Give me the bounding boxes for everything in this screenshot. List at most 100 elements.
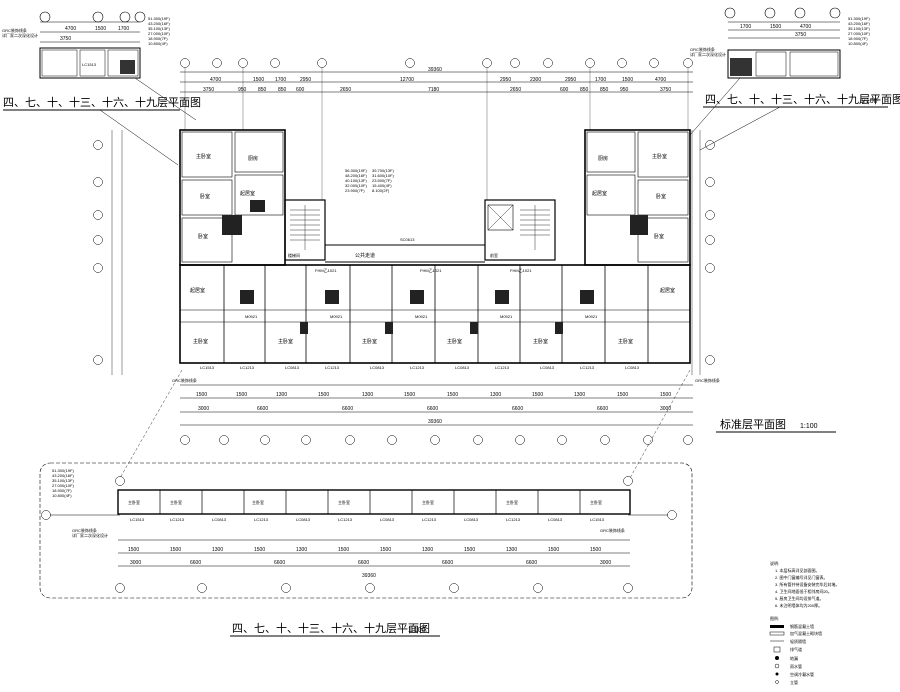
svg-text:2950: 2950 [300, 77, 311, 83]
svg-text:6600: 6600 [358, 560, 369, 566]
svg-text:850: 850 [580, 87, 589, 93]
svg-text:10.800(4F): 10.800(4F) [52, 493, 72, 498]
svg-text:1500: 1500 [464, 547, 475, 553]
svg-text:主卧室: 主卧室 [590, 499, 602, 505]
room-master-bedroom-s1: 主卧室 [193, 338, 208, 345]
svg-text:6600: 6600 [442, 560, 453, 566]
svg-text:3000: 3000 [198, 406, 209, 412]
svg-text:主卧室: 主卧室 [422, 499, 434, 505]
svg-text:1500: 1500 [532, 392, 543, 398]
room-bedroom-l1: 卧室 [200, 193, 210, 200]
svg-text:5. 厨房卫生间均设排气道。: 5. 厨房卫生间均设排气道。 [775, 595, 823, 601]
right-axis-bubbles [705, 140, 715, 365]
svg-text:1500: 1500 [660, 392, 671, 398]
fhm-door-2: FHM乙1021 [420, 267, 442, 273]
fhm-door-1: FHM乙1021 [315, 267, 337, 273]
svg-text:LC1513: LC1513 [590, 517, 605, 522]
svg-text:LC1213: LC1213 [410, 365, 425, 370]
svg-text:4. 卫生间地面低于相邻房间20。: 4. 卫生间地面低于相邻房间20。 [775, 588, 832, 594]
standard-plan-scale: 1:100 [800, 423, 818, 430]
svg-text:3. 所有管井待设备安装完毕后封堵。: 3. 所有管井待设备安装完毕后封堵。 [775, 581, 839, 587]
center-sc-window: SC0613 [400, 237, 415, 242]
tl-elevations: 51.300(19F) 43.200(16F) 35.100(13F) 27.0… [148, 16, 170, 46]
svg-text:主卧室: 主卧室 [252, 499, 264, 505]
room-master-bedroom-l1: 主卧室 [196, 153, 211, 160]
svg-text:18.900(7F): 18.900(7F) [52, 488, 72, 493]
public-corridor-label: 公共走道 [355, 252, 375, 259]
bottom-plan-windows: LC1513 LC1213 LC0813 LC1213 LC0813 LC121… [130, 517, 605, 522]
svg-text:31.600(10F): 31.600(10F) [372, 173, 394, 178]
bottom-main-dims: 3000 6600 6600 6600 6600 6600 3000 [198, 406, 671, 412]
svg-text:LC1213: LC1213 [338, 517, 353, 522]
svg-text:3000: 3000 [600, 560, 611, 566]
room-master-bedroom-s5: 主卧室 [533, 338, 548, 345]
svg-text:LC0813: LC0813 [296, 517, 311, 522]
tl-dim-a: 4700 [65, 26, 76, 32]
grc-note-top-left: GRC装饰线条 [2, 27, 27, 33]
svg-text:LC1213: LC1213 [422, 517, 437, 522]
svg-text:850: 850 [258, 87, 267, 93]
grc-note-top-right: GRC装饰线条 [690, 46, 715, 52]
svg-text:LC1513: LC1513 [200, 365, 215, 370]
tl-dim-b: 1500 [95, 26, 106, 32]
svg-text:2650: 2650 [510, 87, 521, 93]
svg-text:48.200(16F): 48.200(16F) [345, 173, 367, 178]
svg-text:3000: 3000 [130, 560, 141, 566]
svg-text:8.100(2F): 8.100(2F) [372, 188, 390, 193]
tr-elevations: 51.300(19F) 43.200(16F) 35.100(13F) 27.0… [848, 16, 870, 46]
tr-dim-a: 4700 [800, 24, 811, 30]
svg-text:43.200(16F): 43.200(16F) [52, 473, 74, 478]
svg-text:1500: 1500 [404, 392, 415, 398]
tl-dim-c: 1700 [118, 26, 129, 32]
svg-text:立管: 立管 [790, 679, 798, 685]
m0921-1: M0921 [245, 314, 258, 319]
svg-text:LC0813: LC0813 [370, 365, 385, 370]
grc-note-std-right: GRC装饰线条 [695, 377, 720, 383]
svg-text:LC0813: LC0813 [380, 517, 395, 522]
bottom-plan-sub-dims: 1500 1500 1300 1500 1300 1500 1500 1300 … [128, 547, 601, 553]
top-right-plan-title: 四、七、十、十三、十六、十九层平面图 [705, 92, 900, 106]
svg-text:主卧室: 主卧室 [170, 499, 182, 505]
svg-text:43.200(16F): 43.200(16F) [848, 21, 870, 26]
svg-text:950: 950 [238, 87, 247, 93]
svg-text:6600: 6600 [427, 406, 438, 412]
svg-text:1500: 1500 [380, 547, 391, 553]
svg-text:LC1213: LC1213 [580, 365, 595, 370]
svg-text:4700: 4700 [655, 77, 666, 83]
svg-text:6600: 6600 [257, 406, 268, 412]
room-master-bedroom-r1: 主卧室 [652, 153, 667, 160]
svg-text:40.100(13F): 40.100(13F) [345, 178, 367, 183]
bottom-plan-main-dims: 3000 6600 6600 6600 6600 6600 3000 [130, 560, 611, 566]
m0921-3: M0921 [415, 314, 428, 319]
svg-text:LC1213: LC1213 [325, 365, 340, 370]
svg-text:10.800(4F): 10.800(4F) [148, 41, 168, 46]
svg-text:LC1213: LC1213 [170, 517, 185, 522]
svg-text:6600: 6600 [512, 406, 523, 412]
svg-text:6. 未注明墙体均为200厚。: 6. 未注明墙体均为200厚。 [775, 602, 822, 608]
bottom-floor-plan: 51.300(19F) 43.200(16F) 35.100(13F) 27.0… [39, 462, 693, 637]
grc-note-std-left: GRC装饰线条 [172, 377, 197, 383]
grc-note2-bottom-left: 详厂家二次深化设计 [72, 532, 108, 538]
svg-text:LC0813: LC0813 [625, 365, 640, 370]
svg-text:主卧室: 主卧室 [338, 499, 350, 505]
svg-text:10.800(4F): 10.800(4F) [848, 41, 868, 46]
legend-heading: 图例: [770, 615, 779, 621]
svg-text:35.100(13F): 35.100(13F) [148, 26, 170, 31]
grc-note2-top-right: 详厂家二次深化设计 [690, 51, 726, 57]
svg-text:6600: 6600 [274, 560, 285, 566]
stair-left-label: 楼梯间 [288, 252, 300, 258]
svg-text:2650: 2650 [340, 87, 351, 93]
m0921-4: M0921 [500, 314, 513, 319]
svg-text:1500: 1500 [236, 392, 247, 398]
svg-text:雨水管: 雨水管 [790, 663, 802, 669]
svg-text:27.000(10F): 27.000(10F) [52, 483, 74, 488]
svg-text:1500: 1500 [170, 547, 181, 553]
svg-text:23.900(7F): 23.900(7F) [345, 188, 365, 193]
grc-note-bottom-right: GRC装饰线条 [600, 527, 625, 533]
svg-text:6600: 6600 [342, 406, 353, 412]
svg-text:51.300(19F): 51.300(19F) [148, 16, 170, 21]
notes-legend: 说明: 1. 本层标高详见剖面图。 2. 图中门窗编号详见门窗表。 3. 所有管… [769, 560, 839, 685]
svg-text:6600: 6600 [597, 406, 608, 412]
svg-text:18.900(7F): 18.900(7F) [848, 36, 868, 41]
room-master-bedroom-s2: 主卧室 [278, 338, 293, 345]
